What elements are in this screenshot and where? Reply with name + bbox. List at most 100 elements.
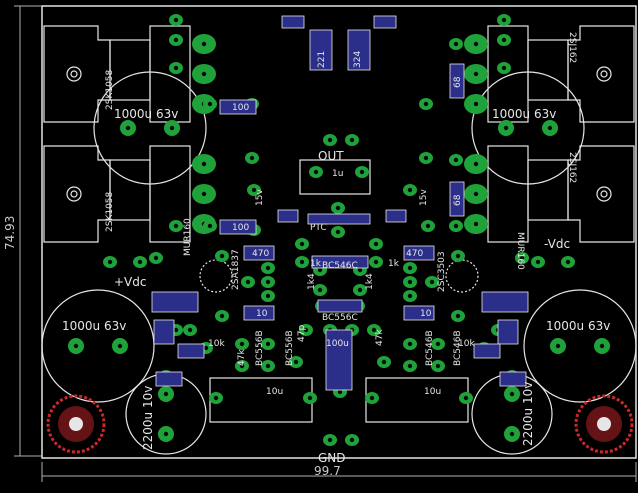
pad-drill: [265, 293, 271, 299]
label-bc556b-b: BC556B: [285, 330, 295, 366]
dimension-height-label: 74.93: [3, 216, 17, 250]
label-out-cap: 1u: [332, 169, 343, 179]
pad-drill: [463, 395, 469, 401]
silk-box: [325, 329, 353, 391]
pad-drill: [501, 65, 507, 71]
silk-box: [373, 15, 397, 29]
pad-drill: [423, 101, 429, 107]
label-elec-left: 2200u 10v: [141, 386, 155, 450]
silk-box: [153, 319, 175, 345]
label-mur160-left: MUR160: [183, 218, 193, 256]
label-2sj162-bottom: 2SJ162: [567, 152, 577, 183]
pad-drill: [303, 327, 309, 333]
silk-box: [277, 209, 299, 223]
label-r470-a: 470: [252, 249, 269, 259]
label-r100-b: 100: [232, 223, 249, 233]
label-2sk1058-top: 2SK1058: [105, 69, 115, 110]
label-r1k4-a: 1k4: [307, 273, 317, 290]
pad-drill: [173, 17, 179, 23]
silk-box: [243, 305, 275, 321]
pad-drill: [407, 265, 413, 271]
pad-drill: [201, 41, 207, 47]
label-cap-top-left: 1000u 63v: [114, 107, 178, 121]
silk-box: [499, 371, 527, 387]
dimension-vertical: [14, 5, 42, 457]
pad-drill: [357, 267, 363, 273]
silk-box: [403, 245, 435, 261]
label-r10k-a: 10k: [208, 339, 225, 349]
label-sc3503: 2SC3503: [437, 251, 447, 292]
pad-drill: [125, 125, 131, 131]
label-gnd: GND: [318, 451, 346, 465]
pad-drill: [371, 327, 377, 333]
pad-drill: [173, 223, 179, 229]
pad-drill: [509, 431, 515, 437]
pad-drill: [313, 169, 319, 175]
label-film-right: 10u: [424, 387, 441, 397]
pad-drill: [335, 229, 341, 235]
label-out: OUT: [318, 149, 344, 163]
pad-drill: [407, 293, 413, 299]
silk-box: [155, 371, 183, 387]
pad-drill: [117, 343, 123, 349]
label-r47k-a: 47k: [237, 349, 247, 366]
pad-drill: [503, 125, 509, 131]
silk-box: [219, 219, 257, 235]
pad-drill: [357, 287, 363, 293]
label-2sj162-top: 2SJ162: [567, 32, 577, 63]
silk-box: [385, 209, 407, 223]
pad-drill: [317, 287, 323, 293]
silk-box: [177, 343, 205, 359]
label-2sk1058-bottom: 2SK1058: [105, 191, 115, 232]
label-mur160-right: MUR160: [515, 232, 525, 270]
pad-drill: [293, 359, 299, 365]
label-neg-vdc: -Vdc: [544, 237, 570, 251]
label-r470-b: 470: [406, 249, 423, 259]
pad-drill: [335, 205, 341, 211]
pad-drill: [423, 155, 429, 161]
label-r1k-b: 1k: [388, 259, 400, 269]
heatsink-left-bottom: [43, 145, 191, 243]
pad-drill: [473, 221, 479, 227]
pad-drill: [245, 279, 251, 285]
silk-box: [243, 245, 275, 261]
pad-drill: [407, 341, 413, 347]
silk-boxes: [151, 15, 529, 391]
pad-drill: [207, 223, 213, 229]
pad-drill: [453, 41, 459, 47]
pad-drill: [453, 157, 459, 163]
label-r47k-b: 47k: [375, 329, 385, 346]
pad-drill: [201, 71, 207, 77]
pad-drill: [73, 343, 79, 349]
pad-drill: [219, 253, 225, 259]
pad-drill: [163, 431, 169, 437]
label-pos-vdc: +Vdc: [114, 275, 146, 289]
pad-drill: [519, 255, 525, 261]
label-r1k4-b: 1k4: [365, 273, 375, 290]
pad-drill: [327, 437, 333, 443]
pad-drill: [473, 161, 479, 167]
pad-drill: [455, 313, 461, 319]
label-100u: 100u: [326, 339, 349, 349]
label-sa1837: 2SA1837: [231, 249, 241, 290]
pad-drill: [239, 363, 245, 369]
pad-drill: [203, 345, 209, 351]
pad-drill: [251, 187, 257, 193]
silk-box: [449, 181, 465, 217]
pad-drill: [265, 279, 271, 285]
pad-drill: [327, 137, 333, 143]
pad-drill: [473, 101, 479, 107]
pad-drill: [509, 391, 515, 397]
pad-drill: [173, 327, 179, 333]
pad-drill: [239, 341, 245, 347]
pad-drill: [107, 259, 113, 265]
label-r15v-a: 15v: [255, 189, 265, 206]
pad-drill: [153, 255, 159, 261]
pad-drill: [535, 259, 541, 265]
silk-box: [219, 99, 257, 115]
pad-drill: [173, 37, 179, 43]
label-bc556b-a: BC556B: [255, 330, 265, 366]
pad-drill: [369, 395, 375, 401]
silk-box: [449, 63, 465, 99]
